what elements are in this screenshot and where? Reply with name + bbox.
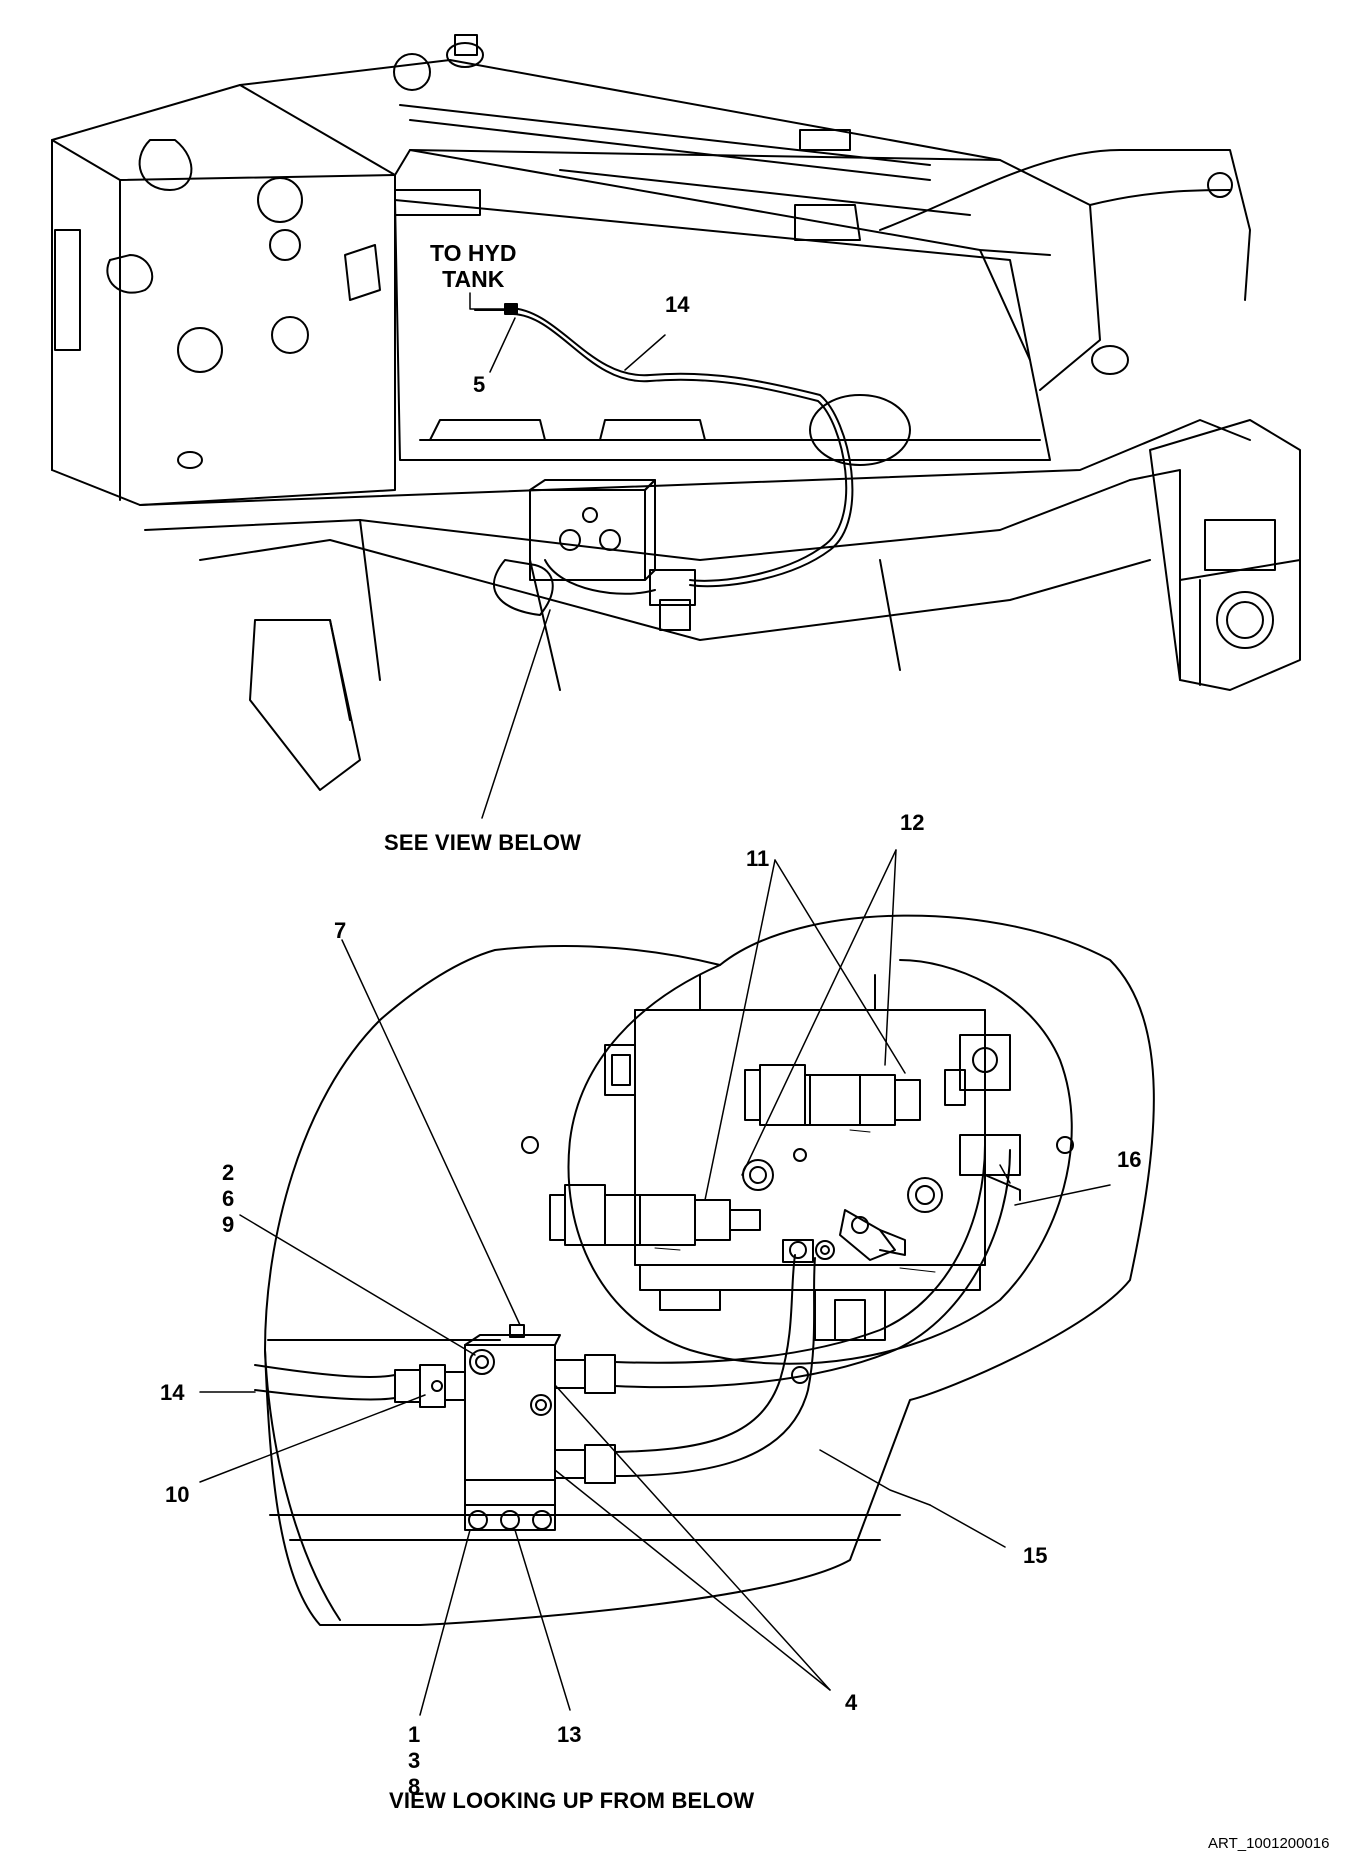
valve-block-drawing xyxy=(264,914,1155,1626)
callout-5: 5 xyxy=(473,372,486,397)
hose-drawing xyxy=(254,1144,1011,1531)
callout-4: 4 xyxy=(845,1690,858,1715)
callout-1-3-8: 1 3 8 xyxy=(408,1722,421,1799)
valve-engraving-marks xyxy=(654,1129,936,1273)
callout-16: 16 xyxy=(1117,1147,1142,1172)
art-id: ART_1001200016 xyxy=(1208,1835,1330,1852)
callout-2-6-9: 2 6 9 xyxy=(222,1160,235,1237)
callout-11: 11 xyxy=(746,846,770,871)
detail-view-leader-lines xyxy=(199,849,1111,1716)
see-view-below-label: SEE VIEW BELOW xyxy=(384,830,582,855)
callout-10: 10 xyxy=(165,1482,190,1507)
to-hyd-tank-note: TO HYD TANK xyxy=(430,240,517,292)
view-caption: VIEW LOOKING UP FROM BELOW xyxy=(389,1788,755,1813)
chassis-frame-drawing xyxy=(51,34,1301,791)
callout-14-top: 14 xyxy=(665,292,690,317)
callout-12: 12 xyxy=(900,810,925,835)
callout-14-detail: 14 xyxy=(160,1380,185,1405)
callout-13: 13 xyxy=(557,1722,582,1747)
top-view-leader-lines xyxy=(469,292,666,819)
callout-7: 7 xyxy=(334,918,347,943)
callout-15: 15 xyxy=(1023,1543,1048,1568)
